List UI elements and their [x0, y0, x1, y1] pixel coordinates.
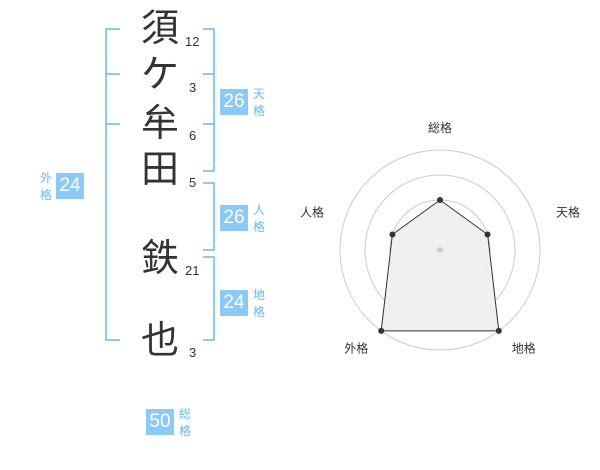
radar-point: [495, 327, 502, 334]
outer-bracket: [105, 28, 120, 341]
gaikaku-badge: 外格 24: [40, 171, 85, 202]
stroke-count: 21: [185, 263, 200, 278]
chikaku-badge: 24 地格: [220, 288, 265, 319]
radar-center-dot: [437, 247, 443, 253]
tenkaku-value: 26: [220, 89, 248, 115]
name-char: 也: [140, 318, 179, 362]
radar-point: [378, 327, 385, 334]
radar-axis-label: 外格: [344, 341, 368, 356]
radar-points: [378, 197, 502, 334]
name-char: 須: [140, 6, 179, 50]
name-char: 鉄: [140, 236, 179, 280]
soukaku-badge: 50 総格: [146, 407, 191, 438]
radar-point: [389, 231, 396, 238]
radar-axis-label: 天格: [556, 204, 580, 219]
soukaku-value: 50: [146, 409, 174, 435]
name-char: 田: [140, 147, 179, 191]
jinkaku-bracket: [203, 182, 215, 251]
jinkaku-value: 26: [220, 205, 248, 231]
soukaku-label: 総格: [179, 407, 192, 438]
name-char: 牟: [140, 101, 179, 145]
stroke-count: 3: [189, 345, 197, 360]
gaikaku-value: 24: [56, 173, 85, 199]
chikaku-value: 24: [220, 290, 248, 316]
radar-axis-labels: 総格 天格 地格 外格 人格: [300, 120, 580, 356]
radar-point: [484, 231, 491, 238]
radar-axis-label: 地格: [512, 341, 536, 356]
radar-grid-ring: [339, 149, 541, 351]
radar-axis-label: 総格: [428, 120, 452, 135]
stroke-count: 5: [189, 175, 197, 190]
radar-axis-label: 人格: [300, 204, 324, 219]
stroke-count: 12: [185, 34, 200, 49]
stroke-count: 6: [189, 128, 197, 143]
gaikaku-label: 外格: [40, 171, 53, 202]
radar-point: [437, 197, 443, 203]
radar-value-shape: [380, 199, 500, 332]
tenkaku-bracket: [203, 28, 215, 172]
stroke-count: 3: [189, 80, 197, 95]
chikaku-label: 地格: [253, 288, 266, 319]
jinkaku-label: 人格: [253, 203, 266, 234]
chikaku-bracket: [203, 256, 215, 341]
name-char: ケ: [140, 52, 179, 96]
tenkaku-label: 天格: [253, 87, 266, 118]
jinkaku-badge: 26 人格: [220, 203, 265, 234]
tenkaku-badge: 26 天格: [220, 87, 265, 118]
